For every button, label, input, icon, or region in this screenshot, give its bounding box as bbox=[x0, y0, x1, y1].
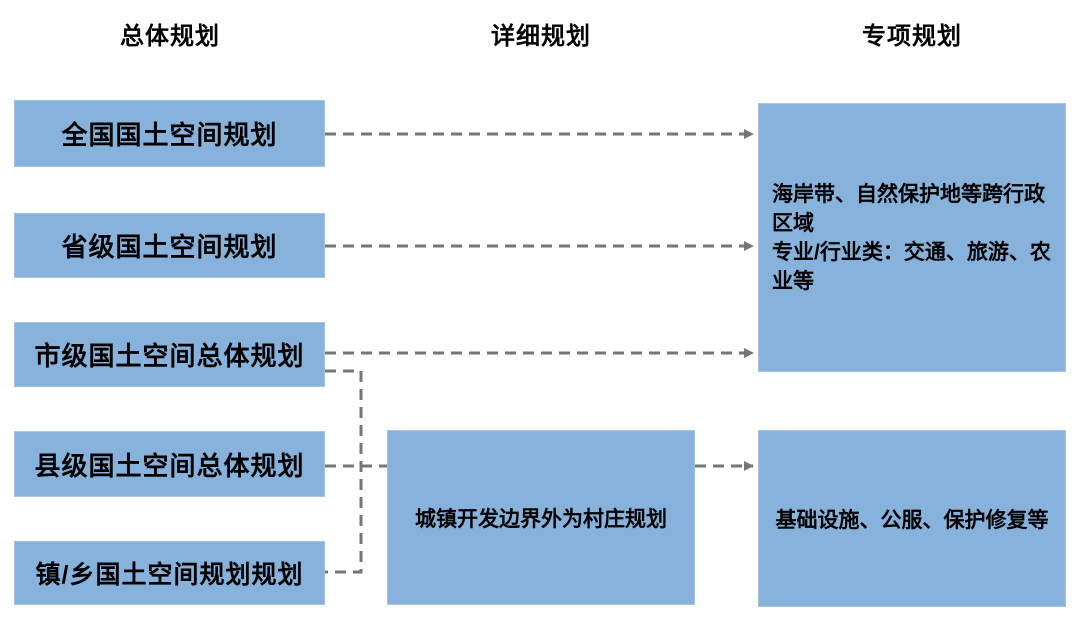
box-national-plan: 全国国土空间规划 bbox=[14, 100, 325, 167]
special-regional-line1: 海岸带、自然保护地等跨行政区域 bbox=[772, 182, 1045, 235]
box-special-regional: 海岸带、自然保护地等跨行政区域 专业/行业类：交通、旅游、农业等 bbox=[758, 103, 1066, 372]
box-special-infrastructure: 基础设施、公服、保护修复等 bbox=[758, 430, 1066, 607]
bracket-municipal-county-town bbox=[325, 369, 363, 574]
box-municipal-plan: 市级国土空间总体规划 bbox=[14, 322, 325, 387]
column-header-overall: 总体规划 bbox=[120, 23, 220, 50]
special-regional-line2: 专业/行业类：交通、旅游、农业等 bbox=[772, 240, 1051, 293]
column-header-detail: 详细规划 bbox=[491, 23, 591, 50]
box-provincial-plan: 省级国土空间规划 bbox=[14, 213, 325, 278]
box-village-plan: 城镇开发边界外为村庄规划 bbox=[387, 430, 695, 605]
column-header-special: 专项规划 bbox=[862, 23, 962, 50]
box-county-plan: 县级国土空间总体规划 bbox=[14, 431, 325, 497]
box-town-plan: 镇/乡国土空间规划规划 bbox=[14, 541, 325, 605]
